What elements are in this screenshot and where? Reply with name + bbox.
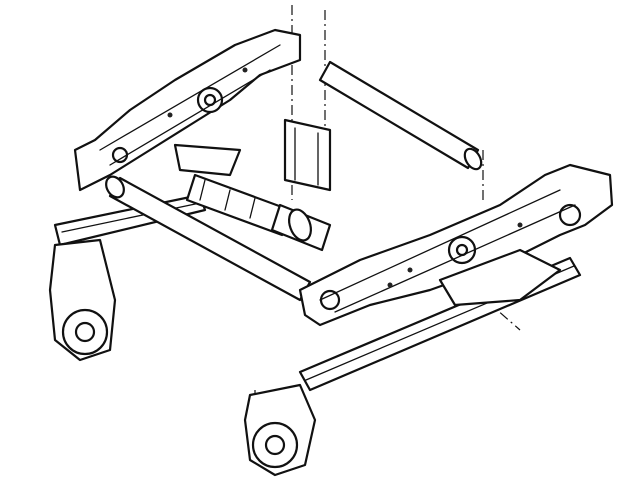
right-lower-rail [298, 248, 582, 392]
left-side-member [73, 28, 302, 192]
rear-cross-tube [318, 60, 483, 171]
right-side-member [298, 163, 614, 327]
actuator-motor [173, 143, 332, 252]
front-cross-tube [105, 175, 312, 302]
rear-bracket [283, 118, 332, 192]
right-front-foot [243, 383, 317, 477]
left-front-foot [48, 238, 117, 362]
